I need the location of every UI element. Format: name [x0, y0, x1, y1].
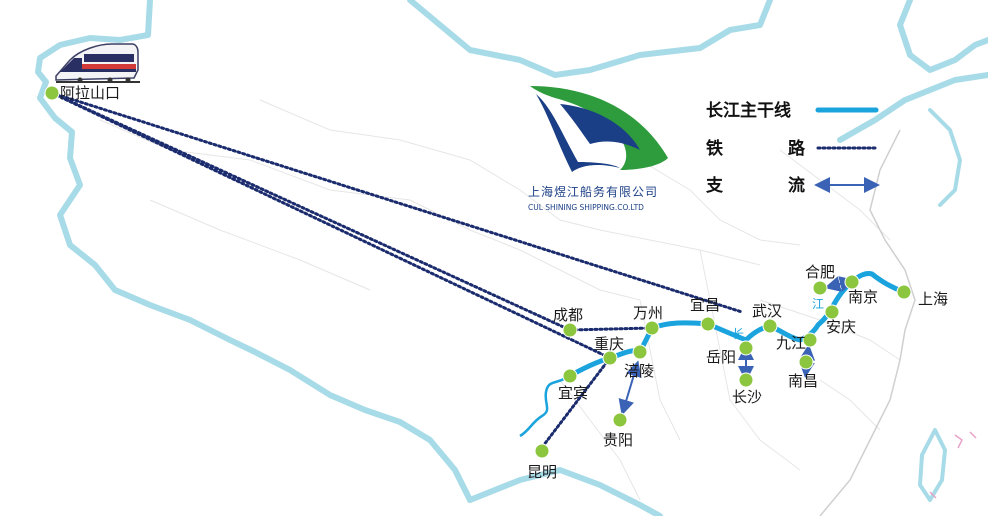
city-labels: 阿拉山口 成都 重庆 宜宾 昆明 万州 涪陵 贵阳 宜昌 岳阳 长沙 武汉 九江… [60, 84, 948, 481]
river-char-chang: 长 [732, 327, 744, 341]
company-logo: 上海煜江船务有限公司 CUL SHINING SHIPPING.CO.LTD [528, 86, 668, 212]
label-yibin: 宜宾 [558, 384, 588, 402]
label-wanzhou: 万州 [633, 304, 663, 322]
river-char-jiang: 江 [812, 297, 824, 311]
china-border-south [467, 467, 663, 516]
logo-name-en: CUL SHINING SHIPPING.CO.LTD [528, 203, 644, 212]
china-border-northeast [897, 0, 988, 73]
label-yueyang: 岳阳 [706, 348, 736, 366]
label-changsha: 长沙 [732, 388, 762, 406]
rail-alashankou-wuhan [50, 91, 744, 314]
dot-shanghai [896, 284, 912, 300]
dot-hefei [812, 280, 828, 296]
dot-guiyang [612, 412, 628, 428]
legend-railway-char1: 铁 [706, 138, 723, 159]
china-border-north [407, 0, 773, 78]
dot-changsha [738, 372, 754, 388]
northeast-inner [837, 72, 988, 143]
rail-alashankou-chongqing [50, 91, 612, 360]
dot-kunming [534, 443, 550, 459]
railway-lines [50, 91, 744, 452]
label-chongqing: 重庆 [594, 335, 624, 353]
decorative-marks [929, 431, 977, 499]
label-alashankou: 阿拉山口 [60, 84, 120, 102]
label-kunming: 昆明 [527, 463, 557, 481]
taiwan-outline [918, 428, 947, 502]
province-lines [99, 99, 901, 501]
legend: 长江主干线 铁 路 支 流 [706, 100, 880, 196]
coastline [819, 129, 916, 516]
dot-nanjing [844, 274, 860, 290]
china-border-west [35, 0, 473, 503]
rail-chengdu-wanzhou [568, 326, 654, 332]
label-shanghai: 上海 [918, 290, 948, 308]
dot-chongqing [602, 350, 618, 366]
label-jiujiang: 九江 [776, 334, 806, 352]
dot-fuling [632, 344, 648, 360]
dot-alashankou [44, 85, 60, 101]
label-fuling: 涪陵 [624, 362, 654, 380]
label-wuhan: 武汉 [752, 302, 782, 320]
dot-yueyang [738, 340, 754, 356]
legend-tributary-char1: 支 [706, 175, 724, 196]
legend-railway-char2: 路 [788, 138, 806, 159]
dot-chengdu [562, 322, 578, 338]
label-anqing: 安庆 [826, 318, 856, 336]
label-nanchang: 南昌 [788, 372, 818, 390]
logo-blue-arc-inner [560, 104, 640, 150]
dot-wuhan [762, 318, 778, 334]
korea-outline [928, 108, 962, 207]
trib-fuling-guiyang [618, 360, 642, 416]
dot-anqing [824, 304, 840, 320]
dot-jiujiang [802, 332, 818, 348]
dot-wanzhou [644, 320, 660, 336]
label-hefei: 合肥 [805, 263, 835, 281]
legend-main-line-label: 长江主干线 [706, 100, 791, 121]
legend-tributary-char2: 流 [788, 175, 805, 196]
label-chengdu: 成都 [553, 306, 583, 324]
logo-green-swoosh [530, 86, 668, 170]
dot-yichang [700, 316, 716, 332]
dot-nanchang [798, 354, 814, 370]
border-lines [35, 0, 988, 516]
train-icon [55, 43, 140, 83]
label-nanjing: 南京 [848, 288, 878, 306]
dot-yibin [562, 368, 578, 384]
rail-chongqing-kunming [538, 356, 612, 452]
logo-name-cn: 上海煜江船务有限公司 [528, 184, 658, 199]
label-guiyang: 贵阳 [603, 431, 633, 449]
label-yichang: 宜昌 [690, 296, 720, 314]
city-dots [44, 85, 912, 459]
